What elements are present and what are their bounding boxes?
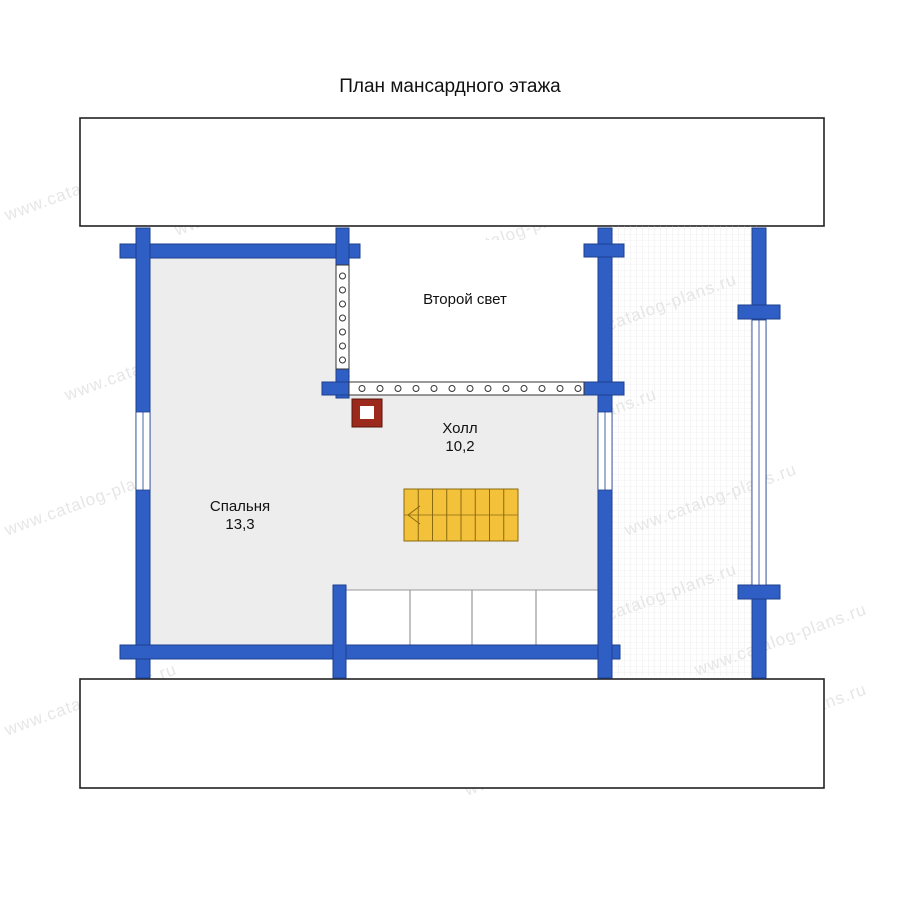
baluster — [339, 286, 346, 294]
roof-slab-top — [79, 117, 825, 227]
room-name: Спальня — [209, 498, 271, 515]
baluster — [574, 385, 582, 392]
balcony-area — [612, 226, 758, 676]
second-light-void — [350, 240, 598, 380]
baluster — [394, 385, 402, 392]
baluster — [556, 385, 564, 392]
plan-title: План мансардного этажа — [339, 76, 561, 97]
baluster — [520, 385, 528, 392]
void-railing — [335, 264, 585, 396]
room-area: 13,3 — [225, 516, 255, 533]
room-floor — [150, 258, 600, 645]
baluster — [466, 385, 474, 392]
staircase — [403, 488, 519, 542]
baluster — [339, 314, 346, 322]
baluster — [358, 385, 366, 392]
room-name: Холл — [442, 420, 478, 437]
room-label-hall: Холл 10,2 — [420, 420, 500, 456]
baluster — [430, 385, 438, 392]
stair-arrow — [407, 505, 421, 525]
baluster — [484, 385, 492, 392]
room-area: 10,2 — [445, 438, 475, 455]
room-label-bedroom: Спальня 13,3 — [195, 498, 285, 534]
room-name: Второй свет — [423, 291, 507, 308]
baluster — [339, 328, 346, 336]
baluster — [412, 385, 420, 392]
baluster — [339, 342, 346, 350]
chimney — [351, 398, 383, 428]
baluster — [339, 300, 346, 308]
baluster — [376, 385, 384, 392]
baluster — [339, 356, 346, 364]
room-label-second-light: Второй свет — [395, 291, 535, 309]
baluster — [502, 385, 510, 392]
baluster — [538, 385, 546, 392]
baluster — [339, 272, 346, 280]
windows — [135, 319, 767, 586]
roof-slab-bottom — [79, 678, 825, 789]
baluster — [448, 385, 456, 392]
lower-railing — [344, 589, 601, 646]
